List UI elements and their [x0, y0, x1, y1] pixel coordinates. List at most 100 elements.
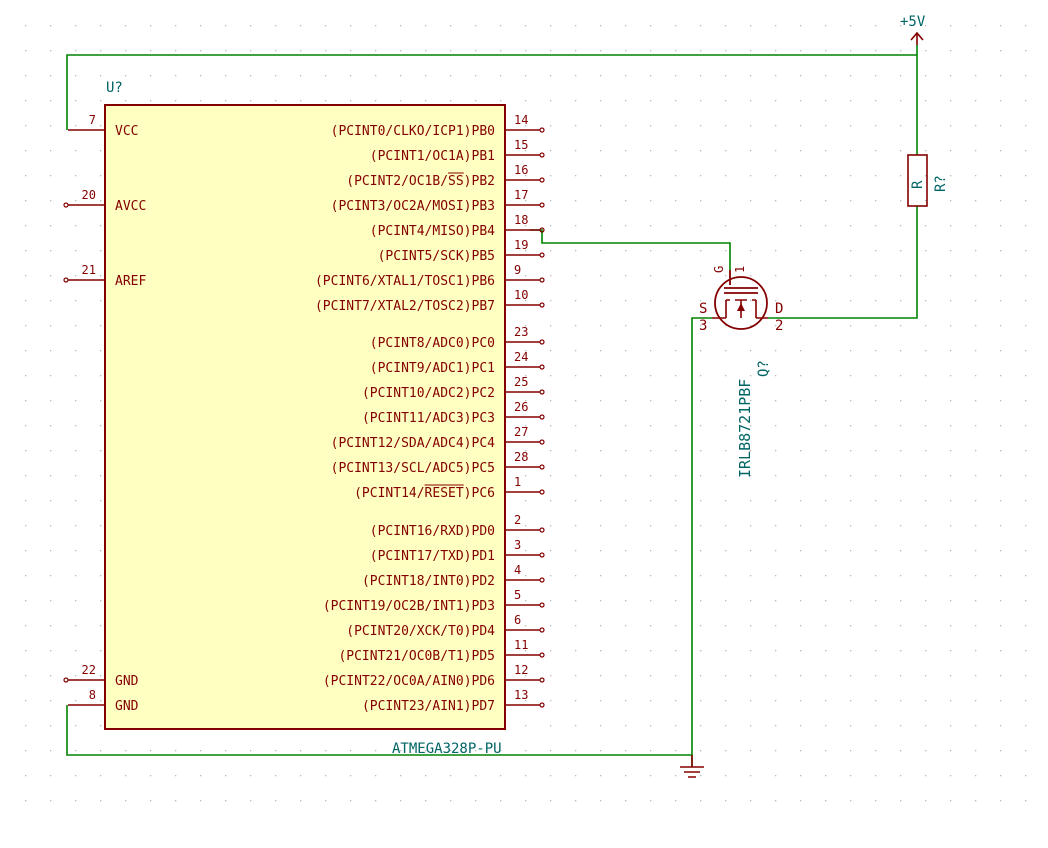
mcu-right-pins: 14 (PCINT0/CLKO/ICP1)PB015(PCINT1/OC1A)PB… [315, 113, 545, 714]
mcu-pin-right[interactable]: 26 (PCINT11/ADC3)PC3 [362, 400, 545, 426]
mcu-pin-right[interactable]: 9 (PCINT6/XTAL1/TOSC1)PB6 [315, 263, 545, 289]
pin-name: (PCINT3/OC2A/MOSI)PB3 [331, 199, 495, 214]
pin-number: 9 [514, 263, 521, 277]
mosfet-drain-num: 2 [775, 318, 783, 334]
mcu[interactable]: U? ATMEGA328P-PU 7VCC20AVCC21AREF22GND8G… [63, 80, 545, 757]
pin-number: 14 [514, 113, 528, 127]
mcu-pin-right[interactable]: 2 (PCINT16/RXD)PD0 [370, 513, 545, 539]
pin-endpoint [539, 227, 545, 233]
pin-endpoint [63, 277, 69, 283]
mcu-pin-right[interactable]: 25 (PCINT10/ADC2)PC2 [362, 375, 545, 401]
power-5v-symbol[interactable]: +5V [900, 14, 926, 45]
mcu-pin-right[interactable]: 1(PCINT14/RESET)PC6 [354, 475, 545, 501]
mcu-pin-right[interactable]: 18(PCINT4/MISO)PB4 [370, 213, 545, 239]
resistor-body [907, 154, 928, 207]
mcu-pin-right[interactable]: 3 (PCINT17/TXD)PD1 [370, 538, 545, 564]
pin-number: 17 [514, 188, 528, 202]
pin-endpoint [539, 339, 545, 345]
pin-number: 7 [89, 113, 96, 127]
pin-endpoint [539, 552, 545, 558]
pin-number: 5 [514, 588, 521, 602]
pin-name: (PCINT9/ADC1)PC1 [370, 361, 495, 376]
pin-name: (PCINT16/RXD)PD0 [370, 524, 495, 539]
pin-name: (PCINT10/ADC2)PC2 [362, 386, 495, 401]
pin-number: 12 [514, 663, 528, 677]
pin-name: (PCINT20/XCK/T0)PD4 [346, 624, 495, 639]
wire-gnd [66, 705, 692, 756]
pin-name: (PCINT13/SCL/ADC5)PC5 [331, 461, 495, 476]
pin-number: 26 [514, 400, 528, 414]
pin-name: (PCINT21/OC0B/T1)PD5 [338, 649, 495, 664]
pin-name: (PCINT8/ADC0)PC0 [370, 336, 495, 351]
pin-endpoint [63, 677, 69, 683]
pin-number: 28 [514, 450, 528, 464]
pin-name: (PCINT5/SCK)PB5 [378, 249, 495, 264]
mcu-pin-right[interactable]: 23 (PCINT8/ADC0)PC0 [370, 325, 545, 351]
resistor-value: R [910, 180, 926, 189]
mcu-pin-right[interactable]: 24 (PCINT9/ADC1)PC1 [370, 350, 545, 376]
pin-number: 15 [514, 138, 528, 152]
pin-number: 8 [89, 688, 96, 702]
mcu-reference: U? [106, 80, 123, 96]
pin-name: (PCINT11/ADC3)PC3 [362, 411, 495, 426]
pin-number: 22 [82, 663, 96, 677]
pin-endpoint [539, 389, 545, 395]
mosfet[interactable]: G 1 S 3 D 2 Q? IRLB8721PBF [699, 266, 783, 478]
mosfet-gate-lead [724, 270, 758, 294]
resistor[interactable]: R R? [907, 154, 949, 207]
mcu-pin-right[interactable]: 11 (PCINT21/OC0B/T1)PD5 [338, 638, 545, 664]
pin-number: 11 [514, 638, 528, 652]
pin-number: 6 [514, 613, 521, 627]
pin-name: GND [115, 699, 139, 714]
mcu-pin-right[interactable]: 6 (PCINT20/XCK/T0)PD4 [346, 613, 545, 639]
pin-endpoint [63, 202, 69, 208]
mcu-pin-right[interactable]: 4(PCINT18/INT0)PD2 [362, 563, 545, 589]
mcu-pin-right[interactable]: 19(PCINT5/SCK)PB5 [378, 238, 545, 264]
pin-endpoint [539, 627, 545, 633]
ground-symbol[interactable] [680, 755, 704, 778]
mcu-value: ATMEGA328P-PU [392, 741, 502, 757]
wire-vcc [66, 54, 917, 130]
mcu-pin-right[interactable]: 5(PCINT19/OC2B/INT1)PD3 [323, 588, 545, 614]
mcu-pin-right[interactable]: 17 (PCINT3/OC2A/MOSI)PB3 [331, 188, 545, 214]
pin-name: (PCINT17/TXD)PD1 [370, 549, 495, 564]
pin-number: 16 [514, 163, 528, 177]
pin-number: 24 [514, 350, 528, 364]
mcu-pin-right[interactable]: 27(PCINT12/SDA/ADC4)PC4 [331, 425, 545, 451]
pin-endpoint [539, 677, 545, 683]
pin-endpoint [539, 489, 545, 495]
mosfet-source-label: S [699, 301, 707, 317]
pin-endpoint [539, 277, 545, 283]
mcu-pin-right[interactable]: 15(PCINT1/OC1A)PB1 [370, 138, 545, 164]
pin-name: (PCINT6/XTAL1/TOSC1)PB6 [315, 274, 495, 289]
mosfet-gate-num: 1 [733, 266, 747, 273]
wire-resistor-to-drain [768, 206, 918, 319]
pin-number: 25 [514, 375, 528, 389]
pin-name: GND [115, 674, 139, 689]
mcu-pin-right[interactable]: 12(PCINT22/OC0A/AIN0)PD6 [323, 663, 545, 689]
pin-number: 18 [514, 213, 528, 227]
mcu-pin-right[interactable]: 13(PCINT23/AIN1)PD7 [362, 688, 545, 714]
pin-endpoint [539, 252, 545, 258]
pin-number: 3 [514, 538, 521, 552]
mosfet-body [714, 276, 768, 330]
pin-number: 23 [514, 325, 528, 339]
pin-endpoint [539, 527, 545, 533]
mcu-pin-right[interactable]: 16(PCINT2/OC1B/SS)PB2 [346, 163, 545, 189]
mcu-pin-right[interactable]: 10(PCINT7/XTAL2/TOSC2)PB7 [315, 288, 545, 314]
pin-endpoint [539, 364, 545, 370]
mcu-pin-right[interactable]: 28 (PCINT13/SCL/ADC5)PC5 [331, 450, 545, 476]
pin-number: 4 [514, 563, 521, 577]
pin-endpoint [539, 702, 545, 708]
mcu-pin-right[interactable]: 14 (PCINT0/CLKO/ICP1)PB0 [331, 113, 545, 139]
pin-name: (PCINT0/CLKO/ICP1)PB0 [331, 124, 495, 139]
pin-number: 2 [514, 513, 521, 527]
mosfet-source-num: 3 [699, 318, 707, 334]
